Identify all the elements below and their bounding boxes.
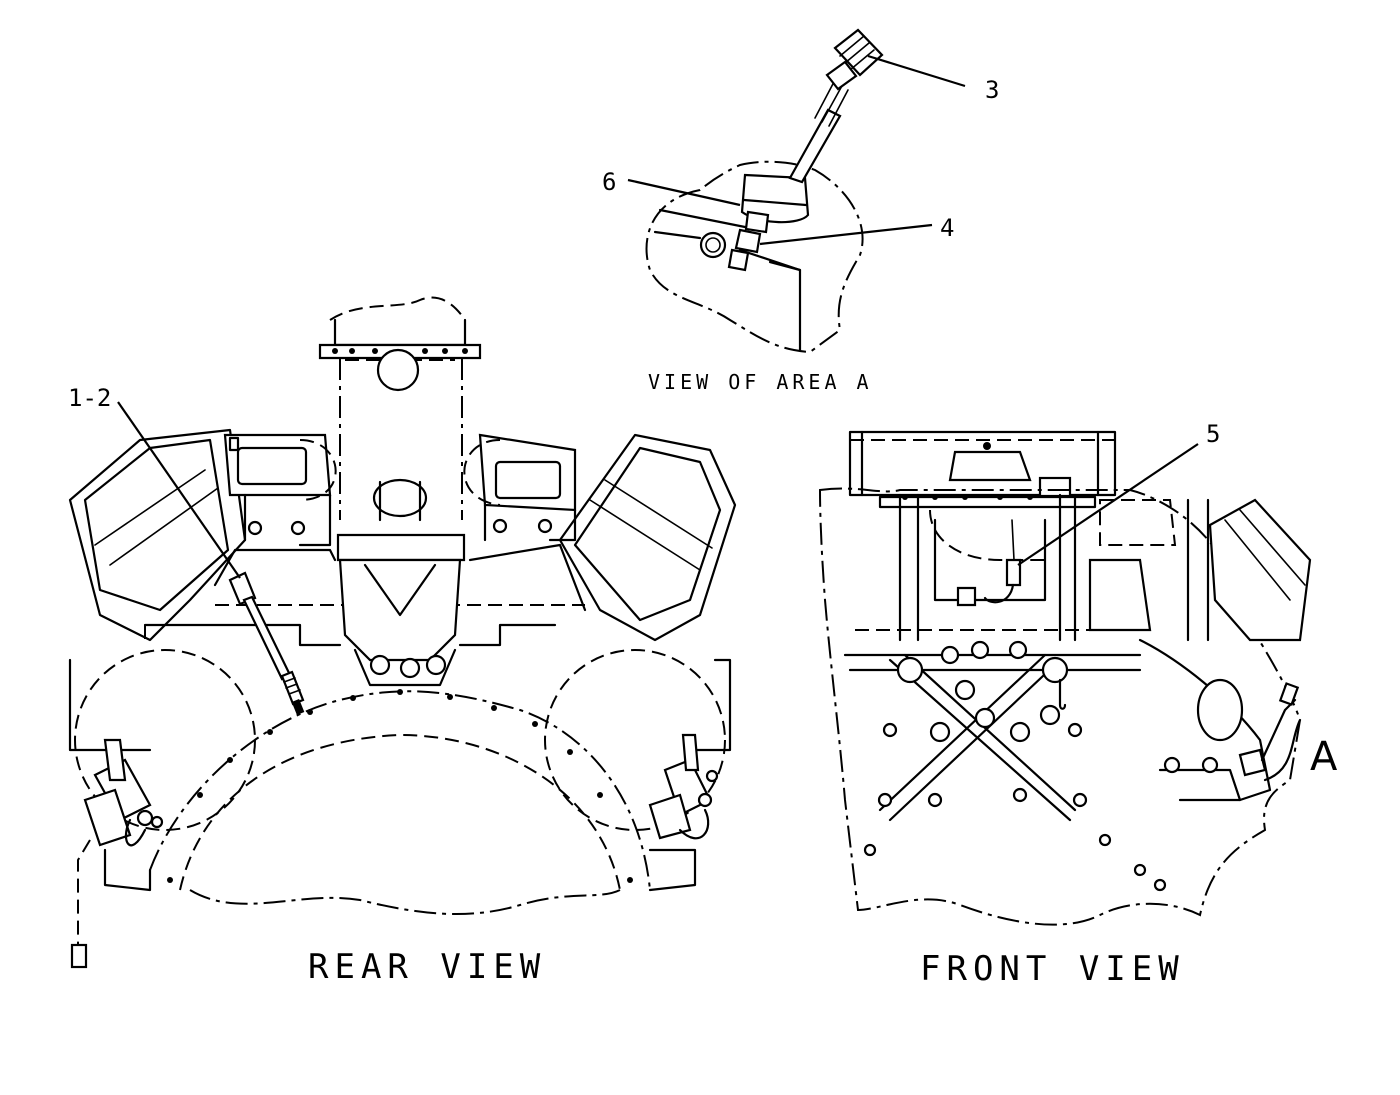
front-view: A 5 FRONT VIEW (818, 420, 1338, 989)
callout-1-2: 1-2 (68, 384, 111, 412)
front-view-caption: FRONT VIEW (920, 949, 1185, 989)
sensor-nut (734, 228, 762, 254)
left-sensor-plug (70, 943, 88, 969)
area-a-sensor (1238, 748, 1267, 777)
rear-view-caption: REAR VIEW (308, 947, 546, 987)
sensor-body (740, 173, 810, 224)
front-pump (1196, 678, 1244, 742)
area-a-marker: A (1310, 734, 1338, 780)
right-timing-sensor (648, 733, 719, 840)
rear-view: 1-2 REAR VIEW (68, 296, 737, 987)
boss-circle (699, 231, 727, 259)
detail-view-caption: VIEW OF AREA A (648, 370, 873, 394)
front-valve-cover (1208, 498, 1312, 642)
callout-6: 6 (602, 168, 616, 196)
front-actuator (948, 450, 1032, 482)
sensor-5 (956, 519, 1022, 607)
center-bracket (338, 558, 462, 662)
callout-4: 4 (940, 214, 954, 242)
sensor-1-2-probe (228, 571, 305, 715)
callout-5: 5 (1206, 420, 1220, 448)
callout-3: 3 (985, 76, 999, 104)
detail-view-area-a: 3 6 4 VIEW OF AREA A (602, 28, 999, 394)
crossover-bar (336, 533, 466, 562)
sensor-cable (788, 108, 842, 184)
left-timing-sensor (70, 738, 164, 969)
